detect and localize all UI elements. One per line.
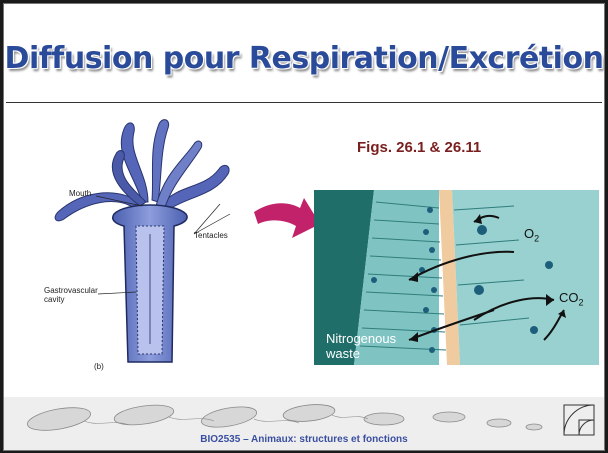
o2-label: O2: [524, 226, 539, 244]
footer-text: BIO2535 – Animaux: structures et fonctio…: [4, 434, 604, 445]
tentacles-label: Tentacles: [194, 231, 228, 240]
panel-label: (b): [94, 362, 104, 371]
cavity-label-line2: cavity: [44, 295, 64, 304]
tissue-diffusion-diagram: O2 CO2 Nitrogenous waste: [314, 190, 599, 370]
cavity-label-line1: Gastrovascular: [44, 286, 98, 295]
figure-reference: Figs. 26.1 & 26.11: [357, 139, 481, 156]
zoom-arrow-icon: [252, 194, 322, 254]
waste-label-line1: Nitrogenous: [326, 331, 396, 346]
slide-title: Diffusion pour Respiration/Excrétion: [4, 41, 604, 76]
slide: Diffusion pour Respiration/Excrétion Fig…: [3, 3, 605, 451]
mouth-label: Mouth: [69, 189, 91, 198]
title-divider: [6, 102, 602, 103]
waste-label-line2: waste: [326, 346, 360, 361]
co2-label: CO2: [559, 290, 584, 308]
hydra-illustration: Mouth Tentacles Gastrovascular cavity (b…: [44, 114, 254, 389]
